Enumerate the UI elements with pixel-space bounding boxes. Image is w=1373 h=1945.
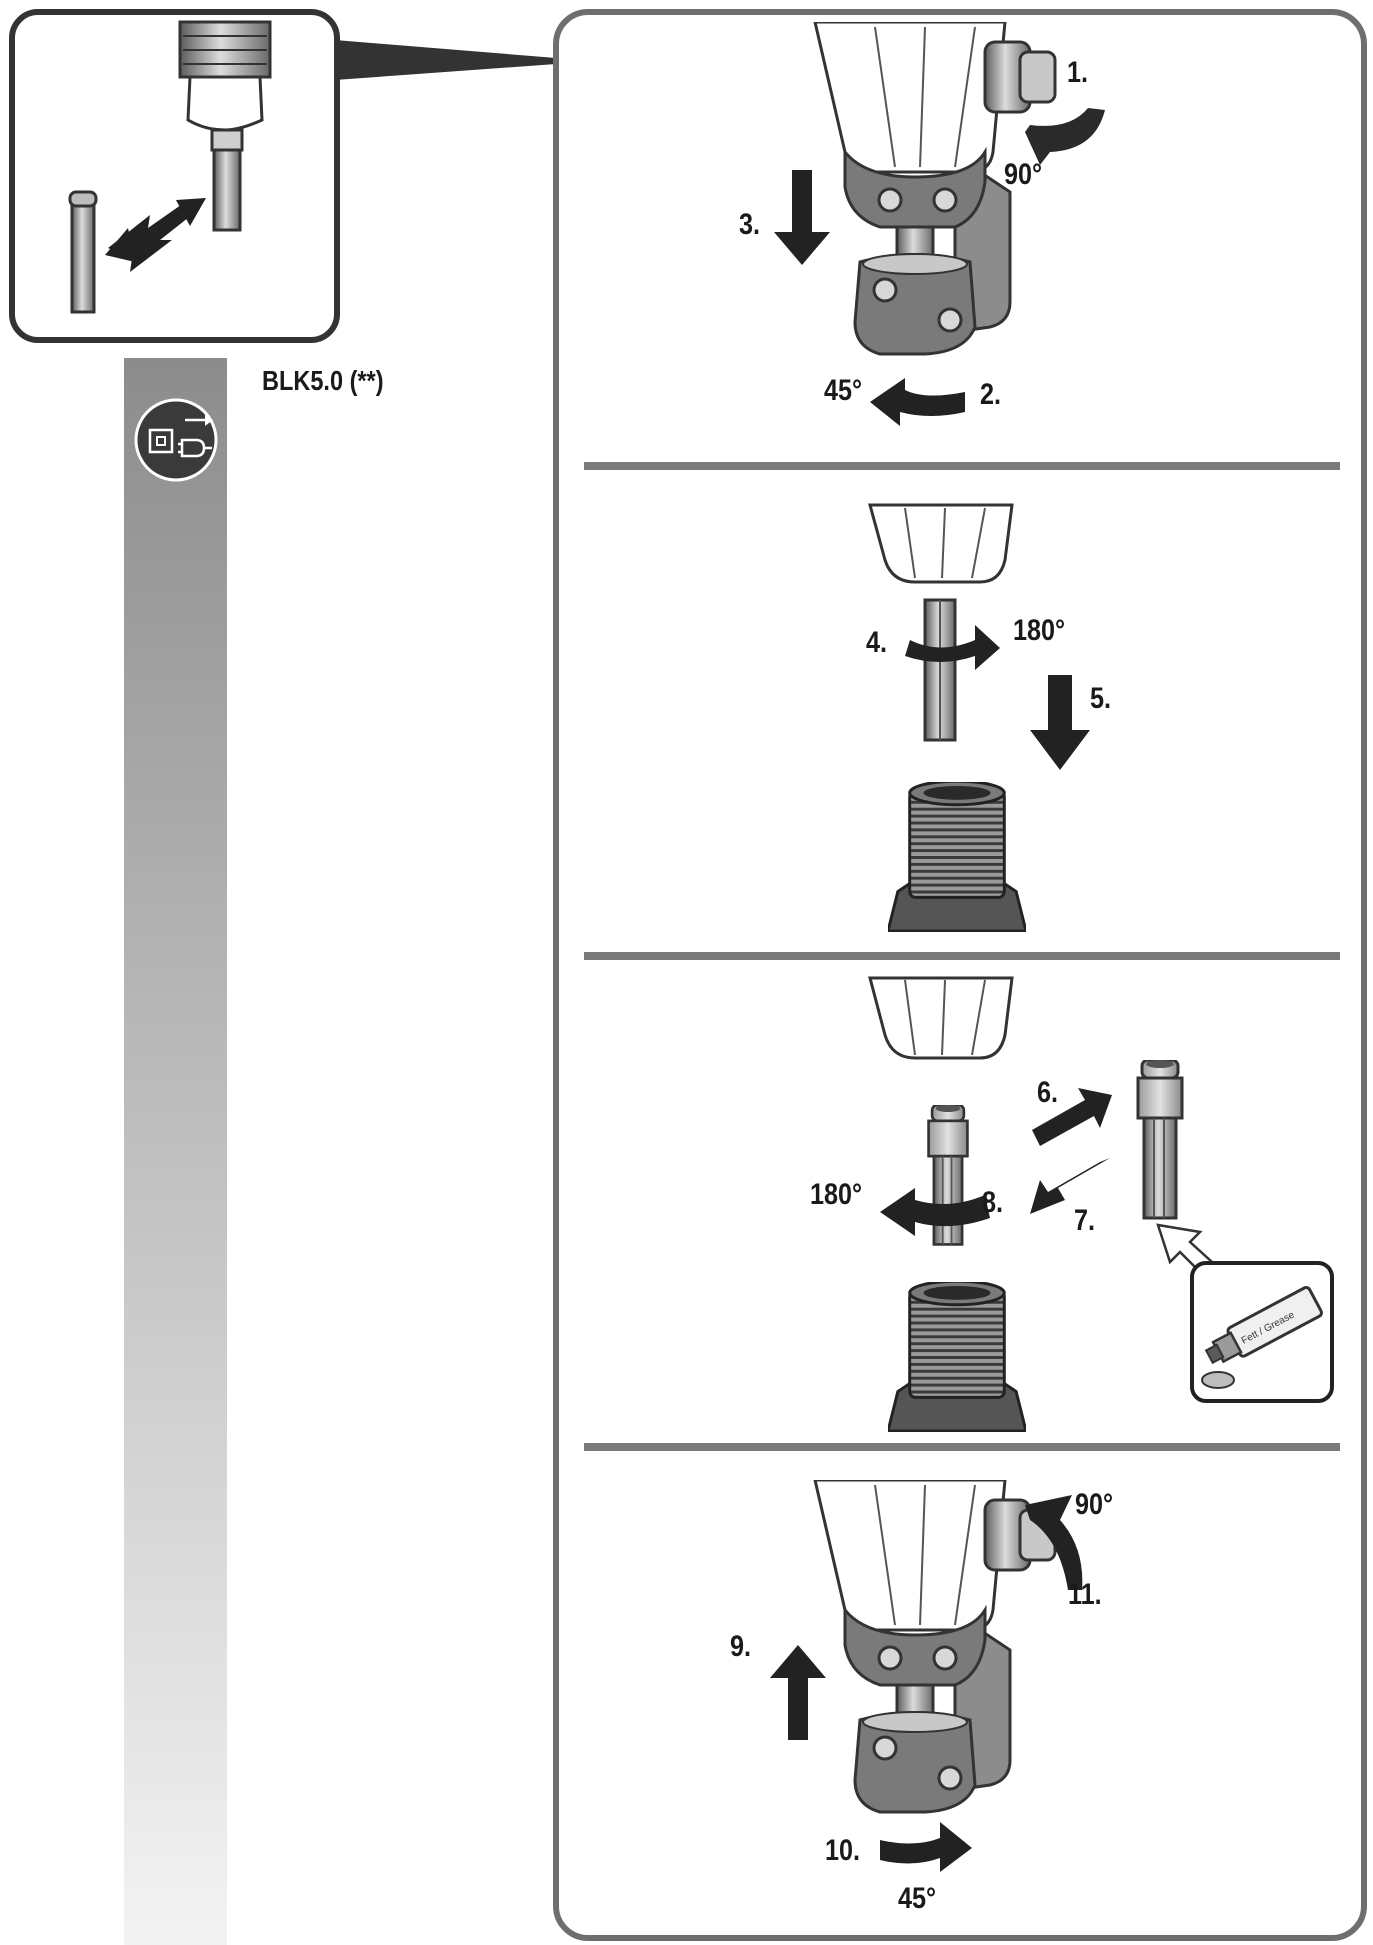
detail-inset <box>9 9 556 343</box>
step-6-label: 6. <box>1037 1076 1059 1109</box>
down-arrow-step-5-icon <box>1030 675 1090 770</box>
panel-2-drawing <box>868 503 1090 932</box>
knurled-sleeve <box>888 782 1026 932</box>
step-7-label: 7. <box>1074 1204 1096 1237</box>
down-arrow-step-3-icon <box>774 170 830 265</box>
step-8-angle: 180° <box>810 1178 863 1211</box>
step-2-angle: 45° <box>824 374 863 407</box>
sidebar-strip <box>124 358 227 1945</box>
panel-3-drawing: Fett / Grease <box>868 976 1334 1432</box>
rotate-arrow-step-4-icon <box>905 625 1000 670</box>
step-9-label: 9. <box>730 1630 752 1663</box>
step-4-angle: 180° <box>1013 614 1066 647</box>
step-10-label: 10. <box>825 1834 861 1867</box>
step-8-label: 8. <box>982 1186 1004 1219</box>
instruction-panel-frame <box>553 9 1367 1941</box>
panel-4-drawing <box>770 1480 1083 1872</box>
step-1-label: 1. <box>1067 56 1089 89</box>
grease-tube-box: Fett / Grease <box>1190 1261 1334 1403</box>
arrow-step-6-icon <box>1032 1088 1112 1146</box>
step-2-label: 2. <box>980 378 1002 411</box>
step-3-label: 3. <box>739 208 761 241</box>
step-10-angle: 45° <box>898 1882 937 1915</box>
panel-1-drawing <box>774 22 1105 426</box>
model-label: BLK5.0 (**) <box>262 365 384 396</box>
rotate-arrow-step-10-icon <box>880 1822 972 1872</box>
arrow-step-7-icon <box>1030 1158 1110 1214</box>
rotate-arrow-step-2-icon <box>870 378 965 426</box>
up-arrow-step-9-icon <box>770 1645 826 1740</box>
rotate-arrow-step-11-icon <box>1025 1495 1083 1590</box>
rotate-arrow-step-8-icon <box>880 1188 990 1236</box>
step-11-label: 11. <box>1068 1578 1102 1611</box>
step-1-angle: 90° <box>1004 158 1043 191</box>
unplug-icon <box>134 398 218 482</box>
knurled-sleeve-2 <box>888 1282 1026 1432</box>
adapter-pin <box>70 198 96 314</box>
inset-pointer-wedge <box>335 40 556 80</box>
adapter-removed <box>1136 1060 1184 1220</box>
step-11-angle: 90° <box>1075 1488 1114 1521</box>
rotate-arrow-step-1-icon <box>1025 108 1105 165</box>
step-5-label: 5. <box>1090 682 1112 715</box>
step-4-label: 4. <box>866 626 888 659</box>
